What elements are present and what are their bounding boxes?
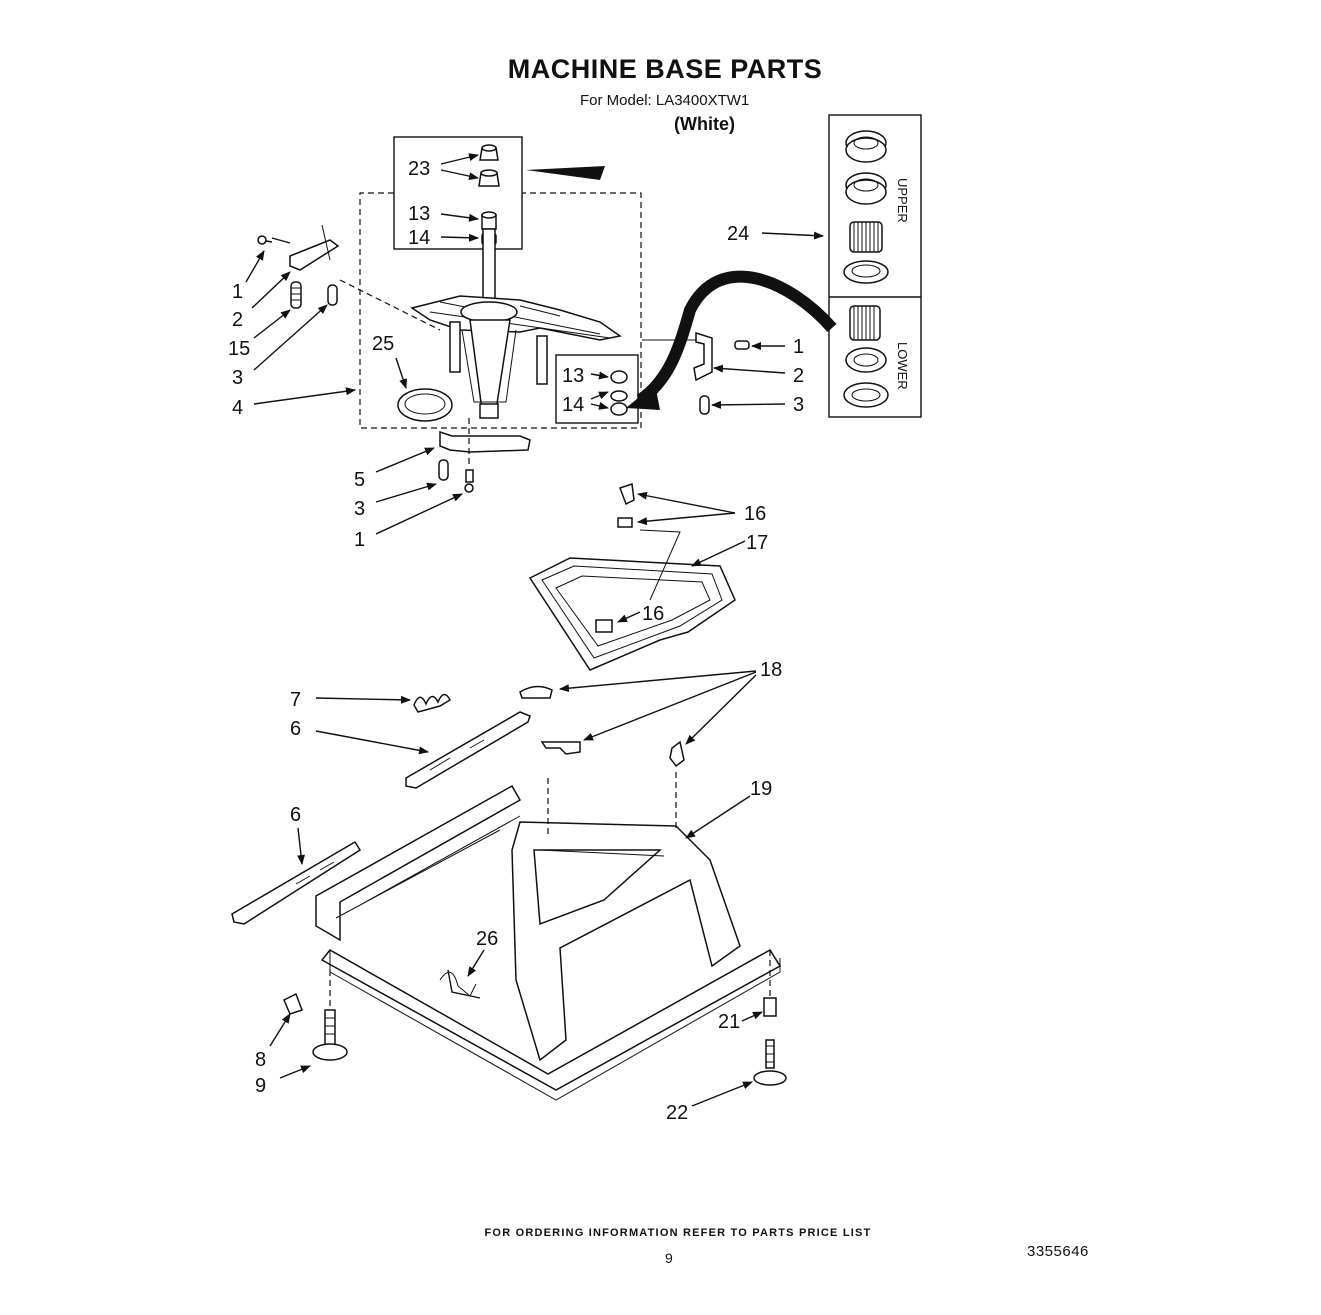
front-leg-icon bbox=[283, 970, 348, 1061]
callout-6: 6 bbox=[290, 718, 301, 740]
callout-13: 13 bbox=[408, 203, 430, 225]
clip-icons bbox=[519, 685, 685, 768]
bearing-kit-panel: UPPER LOWER bbox=[828, 114, 922, 418]
callout-labels: 23 13 14 24 1 2 15 3 4 25 13 14 1 2 3 5 … bbox=[228, 158, 804, 1124]
callout-26: 26 bbox=[476, 928, 498, 950]
callout-1: 1 bbox=[354, 529, 365, 551]
retainer-clip-icon bbox=[439, 971, 477, 997]
callout-24: 24 bbox=[727, 223, 749, 245]
callout-19: 19 bbox=[750, 778, 772, 800]
shaft-assembly bbox=[359, 136, 642, 429]
callout-1: 1 bbox=[232, 281, 243, 303]
upper-kit-label: UPPER bbox=[895, 178, 910, 223]
callout-leaders bbox=[245, 153, 824, 1107]
callout-7: 7 bbox=[290, 689, 301, 711]
page-title: MACHINE BASE PARTS bbox=[507, 54, 823, 84]
rear-leg-icon bbox=[753, 950, 787, 1086]
spider-hub-icon bbox=[410, 295, 622, 419]
rear-rail-icon bbox=[231, 840, 362, 925]
lower-bracket-hardware bbox=[438, 418, 531, 493]
bearing-stack-icon bbox=[478, 144, 500, 246]
shaft-assembly-frame bbox=[359, 192, 642, 429]
top-frame-icon bbox=[528, 482, 736, 671]
callout-23: 23 bbox=[408, 158, 430, 180]
pointer-arrow bbox=[526, 166, 605, 180]
callout-14: 14 bbox=[562, 394, 584, 416]
callout-1: 1 bbox=[793, 336, 804, 358]
model-color: (White) bbox=[674, 114, 735, 134]
left-bracket-hardware bbox=[257, 224, 441, 331]
callout-18: 18 bbox=[760, 659, 782, 681]
callout-25: 25 bbox=[372, 333, 394, 355]
lower-bearing-kit-icon bbox=[843, 305, 889, 408]
upper-bearing-kit-icon bbox=[843, 130, 889, 284]
page-number: 9 bbox=[665, 1250, 673, 1266]
front-rail-icon bbox=[405, 711, 531, 789]
callout-15: 15 bbox=[228, 338, 250, 360]
callout-5: 5 bbox=[354, 469, 365, 491]
callout-9: 9 bbox=[255, 1075, 266, 1097]
callout-13: 13 bbox=[562, 365, 584, 387]
callout-6: 6 bbox=[290, 804, 301, 826]
tub-seal-icon bbox=[397, 388, 453, 422]
lower-bearing-inset-frame bbox=[555, 354, 639, 424]
callout-14: 14 bbox=[408, 227, 430, 249]
replacement-arrow bbox=[636, 270, 837, 405]
callout-17: 17 bbox=[746, 532, 768, 554]
callout-16: 16 bbox=[744, 503, 766, 525]
lower-bearing-icon bbox=[610, 370, 628, 416]
right-bracket-hardware bbox=[642, 331, 750, 415]
callout-3: 3 bbox=[354, 498, 365, 520]
callout-21: 21 bbox=[718, 1011, 740, 1033]
callout-3: 3 bbox=[793, 394, 804, 416]
callout-3: 3 bbox=[232, 367, 243, 389]
callout-22: 22 bbox=[666, 1102, 688, 1124]
drive-shaft-icon bbox=[482, 228, 496, 300]
spring-icon bbox=[413, 693, 451, 713]
callout-2: 2 bbox=[232, 309, 243, 331]
ordering-note: FOR ORDERING INFORMATION REFER TO PARTS … bbox=[484, 1227, 872, 1239]
lower-kit-label: LOWER bbox=[895, 342, 910, 390]
callout-8: 8 bbox=[255, 1049, 266, 1071]
callout-4: 4 bbox=[232, 397, 243, 419]
callout-2: 2 bbox=[793, 365, 804, 387]
document-number: 3355646 bbox=[1027, 1243, 1089, 1260]
model-number: For Model: LA3400XTW1 bbox=[580, 92, 750, 109]
callout-16: 16 bbox=[642, 603, 664, 625]
machine-base-icon bbox=[315, 772, 782, 1101]
